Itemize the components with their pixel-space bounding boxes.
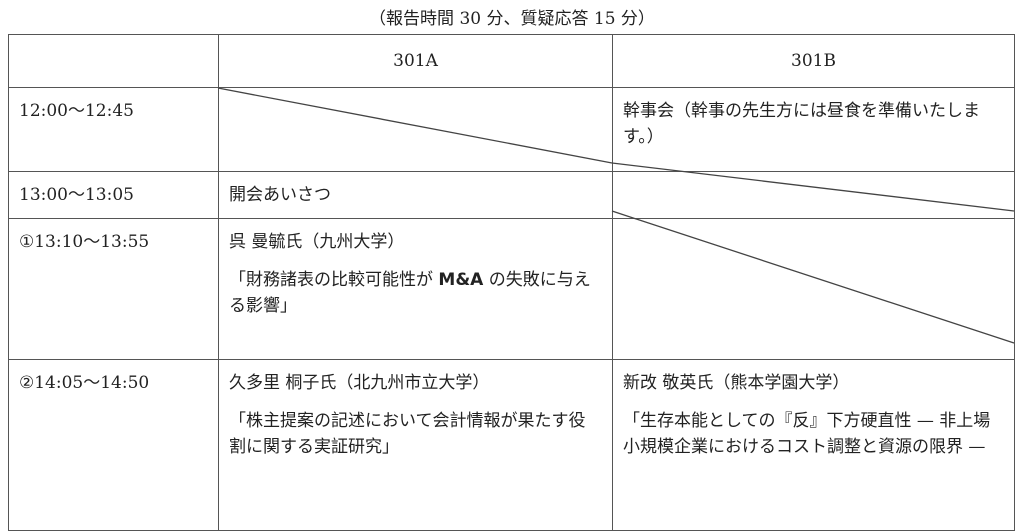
session-cell: 新改 敬英氏（熊本学園大学） 「生存本能としての『反』下方硬直性 — 非上場小規… [612,359,1015,531]
speaker: 呉 曼毓氏（九州大学） [229,232,405,252]
title-part: M&A [438,270,484,290]
time-cell: 13:00〜13:05 [8,171,219,219]
session-cell: 幹事会（幹事の先生方には昼食を準備いたします。） [612,87,1015,172]
title-part: の失敗に与える影響」 [229,270,591,316]
empty-cell [218,87,613,172]
header-room-301b: 301B [612,34,1015,88]
time-cell: 12:00〜12:45 [8,87,219,172]
schedule-caption: （報告時間 30 分、質疑応答 15 分） [369,9,655,29]
session-cell: 呉 曼毓氏（九州大学） 「財務諸表の比較可能性が M&A の失敗に与える影響」 [218,218,613,360]
presentation-title: 「財務諸表の比較可能性が M&A の失敗に与える影響」 [229,267,602,319]
header-time-cell [8,34,219,88]
table-row: ①13:10〜13:55 呉 曼毓氏（九州大学） 「財務諸表の比較可能性が M&… [8,218,1015,360]
empty-cell [612,171,1015,219]
schedule-table: 301A 301B 12:00〜12:45 幹事会（幹事の先生方には昼食を準備い… [8,34,1015,531]
table-row: ②14:05〜14:50 久多里 桐子氏（北九州市立大学） 「株主提案の記述にお… [8,359,1015,531]
header-room-301a: 301A [218,34,613,88]
time-cell: ②14:05〜14:50 [8,359,219,531]
table-row: 13:00〜13:05 開会あいさつ [8,171,1015,219]
speaker: 新改 敬英氏（熊本学園大学） [623,373,850,393]
session-cell: 開会あいさつ [218,171,613,219]
presentation-title: 「生存本能としての『反』下方硬直性 — 非上場小規模企業におけるコスト調整と資源… [623,411,991,457]
title-part: 「財務諸表の比較可能性が [229,270,439,290]
session-cell: 久多里 桐子氏（北九州市立大学） 「株主提案の記述において会計情報が果たす役割に… [218,359,613,531]
table-row: 12:00〜12:45 幹事会（幹事の先生方には昼食を準備いたします。） [8,87,1015,172]
time-cell: ①13:10〜13:55 [8,218,219,360]
speaker: 久多里 桐子氏（北九州市立大学） [229,373,490,393]
presentation-title: 「株主提案の記述において会計情報が果たす役割に関する実証研究」 [229,411,586,457]
empty-cell [612,218,1015,360]
table-header-row: 301A 301B [8,34,1015,88]
